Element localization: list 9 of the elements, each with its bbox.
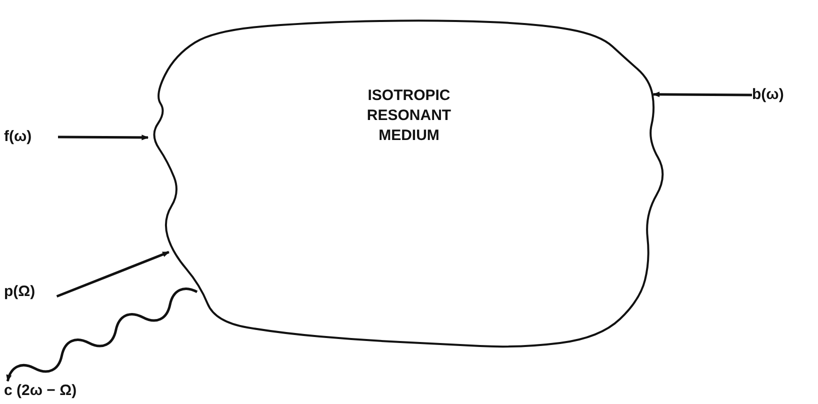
signal-label: b(ω): [752, 84, 784, 105]
arrow: [56, 250, 170, 298]
arrow: [58, 134, 149, 140]
signal-label: f(ω): [4, 126, 32, 147]
medium-label: ISOTROPIC RESONANT MEDIUM: [366, 86, 452, 146]
wavy-arrow: [6, 288, 198, 382]
signal-label: c (2ω − Ω): [4, 380, 77, 401]
signal-label: p(Ω): [4, 282, 36, 302]
arrow: [652, 92, 752, 98]
